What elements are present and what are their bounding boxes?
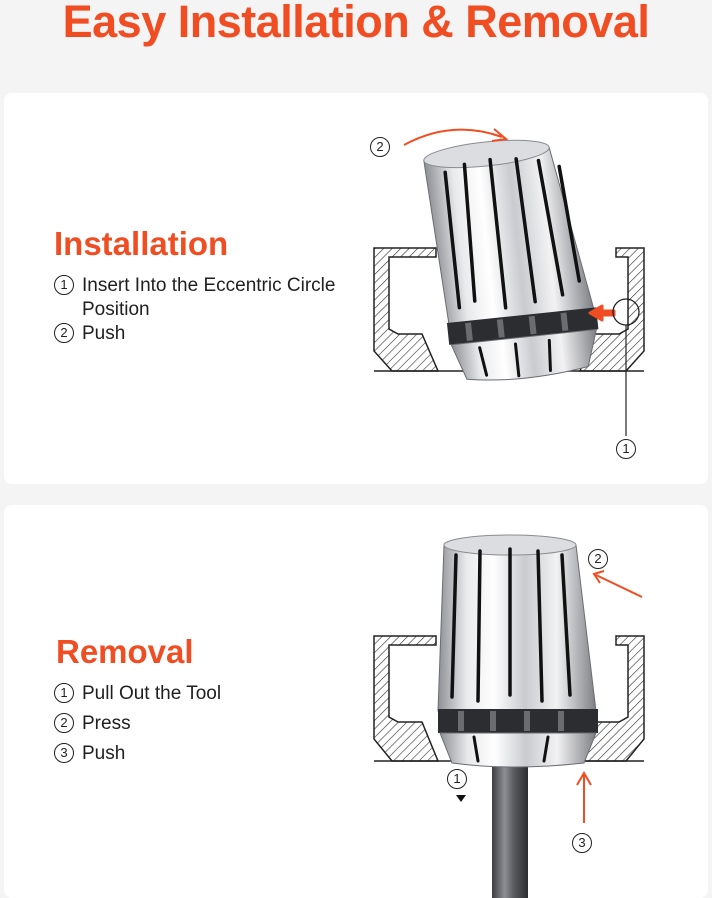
removal-heading: Removal [56,633,194,670]
installation-step: 1 Insert Into the Eccentric Circle Posit… [54,274,354,322]
step-text: Push [82,743,126,764]
step-number-badge: 1 [54,683,74,703]
step-number-badge: 1 [54,275,74,295]
rotate-arrow-head [491,128,509,142]
removal-collet-diagram [373,534,645,898]
nut-housing-left [373,635,440,762]
callout-number: 3 [572,833,592,853]
installation-steps: 1 Insert Into the Eccentric Circle Posit… [54,274,354,346]
removal-step: 3 Push [54,742,354,766]
pull-out-marker [456,795,466,802]
press-arrow-head [592,570,605,584]
step-text: Push [82,323,126,344]
callout-number: 2 [588,549,608,569]
step-text: Insert Into the Eccentric Circle Positio… [82,275,336,320]
push-arrow [588,304,616,322]
installation-collet-diagram [373,128,645,436]
callout-number: 1 [447,769,467,789]
collet [437,534,598,768]
installation-heading: Installation [54,225,229,262]
step-number-badge: 2 [54,713,74,733]
step-text: Pull Out the Tool [82,683,222,704]
removal-step: 1 Pull Out the Tool [54,682,354,706]
collet [423,139,599,381]
callout-number: 1 [616,439,636,459]
removal-step: 2 Press [54,712,354,736]
page-title: Easy Installation & Removal [62,0,650,47]
callout-number: 2 [370,137,390,157]
removal-card: Removal 1 Pull Out the Tool 2 Press 3 Pu… [4,505,708,898]
nut-housing-left [373,247,440,372]
step-number-badge: 3 [54,743,74,763]
removal-steps: 1 Pull Out the Tool 2 Press 3 Push [54,682,354,772]
press-arrow [595,574,643,598]
nut-housing-right [578,247,645,372]
push-arrow-head [576,771,592,786]
installation-step: 2 Push [54,322,354,346]
step-text: Press [82,713,131,734]
tool-shank [492,757,528,898]
rotate-arrow [403,128,503,146]
step-number-badge: 2 [54,323,74,343]
installation-card: Installation 1 Insert Into the Eccentric… [4,93,708,484]
